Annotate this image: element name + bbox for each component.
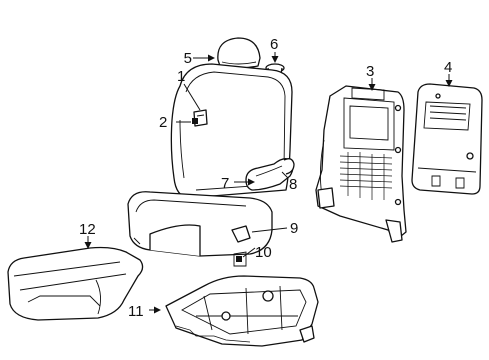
- callout-labels: 1 2 3 4 5 6 7 8 9 10 11 12: [79, 36, 452, 320]
- leader-1: [183, 83, 201, 111]
- seat-switch: [192, 109, 208, 127]
- seat-back-frame: [315, 85, 407, 243]
- leader-9: [251, 227, 288, 233]
- callout-11: 11: [128, 303, 144, 320]
- callout-1: 1: [177, 68, 185, 85]
- callout-7: 7: [221, 175, 229, 192]
- leader-8: [281, 171, 289, 179]
- seat-frame: [165, 275, 319, 347]
- callout-5: 5: [184, 50, 192, 67]
- headrest: [217, 37, 261, 69]
- callout-6: 6: [270, 36, 278, 53]
- callout-3: 3: [366, 63, 374, 80]
- leader-lines: [84, 52, 453, 314]
- callout-4: 4: [444, 59, 452, 76]
- seat-cushion: [127, 191, 273, 257]
- callout-9: 9: [290, 220, 298, 237]
- leader-10: [242, 247, 256, 258]
- callout-10: 10: [255, 244, 272, 261]
- callout-12: 12: [79, 221, 96, 238]
- callout-8: 8: [289, 176, 297, 193]
- cushion-pad: [7, 246, 144, 321]
- seat-side-switch: [231, 225, 251, 267]
- back-panel: [411, 83, 483, 195]
- callout-2: 2: [159, 114, 167, 131]
- armrest-hinge: [283, 158, 295, 175]
